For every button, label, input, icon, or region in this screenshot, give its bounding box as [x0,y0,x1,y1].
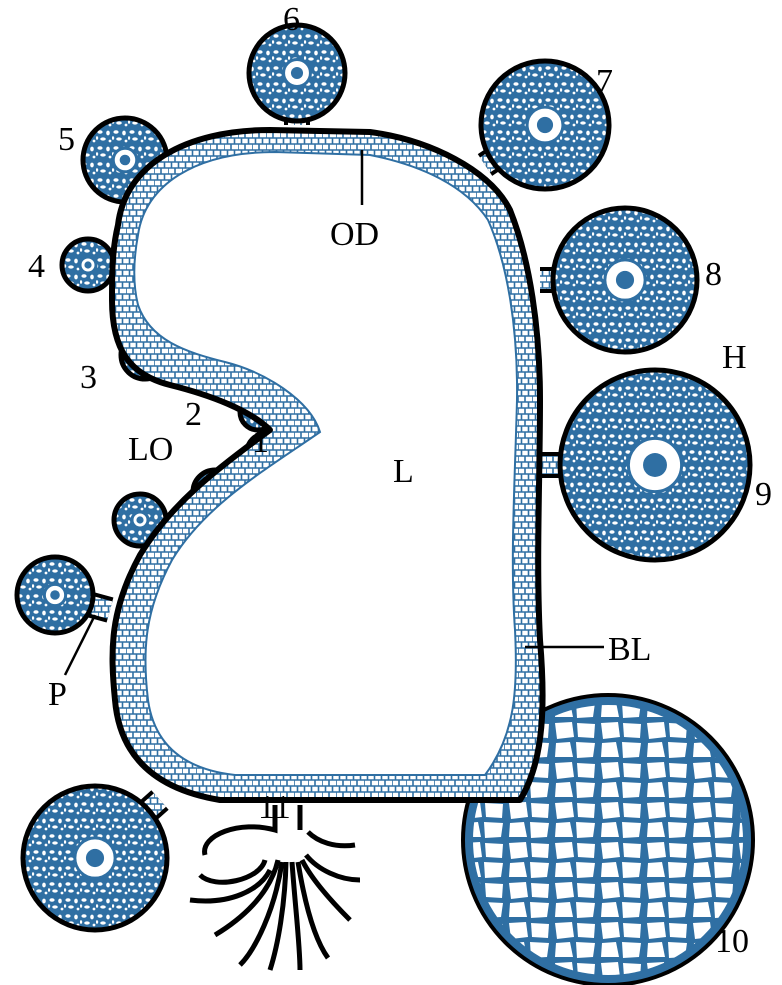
oocyte-p [17,557,110,633]
nucleolus [136,516,143,523]
oocyte-9 [538,370,750,560]
label-6: 6 [283,1,300,38]
nucleolus [537,117,553,133]
nucleolus [616,271,634,289]
oviduct-folds [190,805,360,970]
oocyte-7 [481,61,609,189]
label-3: 3 [80,359,97,396]
nucleolus [643,453,667,477]
label-lo: LO [128,431,173,468]
label-od: OD [330,216,379,253]
nucleolus [50,590,60,600]
oocyte-bottom-left [23,786,167,930]
nucleolus [84,261,91,268]
oocyte-6 [249,25,345,125]
label-8: 8 [705,256,722,293]
label-p: P [48,676,67,713]
label-2: 2 [185,396,202,433]
label-4: 4 [28,248,45,285]
label-7: 7 [596,63,613,100]
label-l: L [393,453,414,490]
label-5: 5 [58,121,75,158]
label-1: 1 [252,423,269,460]
ovary-lumen [134,152,517,775]
nucleolus [86,849,104,867]
label-10: 10 [715,923,749,960]
nucleolus [291,67,303,79]
label-bl: BL [608,631,651,668]
oocyte-8 [540,208,697,352]
label-h: H [722,339,747,376]
nucleolus [120,155,131,166]
label-11: 11 [258,789,291,826]
label-9: 9 [755,476,772,513]
